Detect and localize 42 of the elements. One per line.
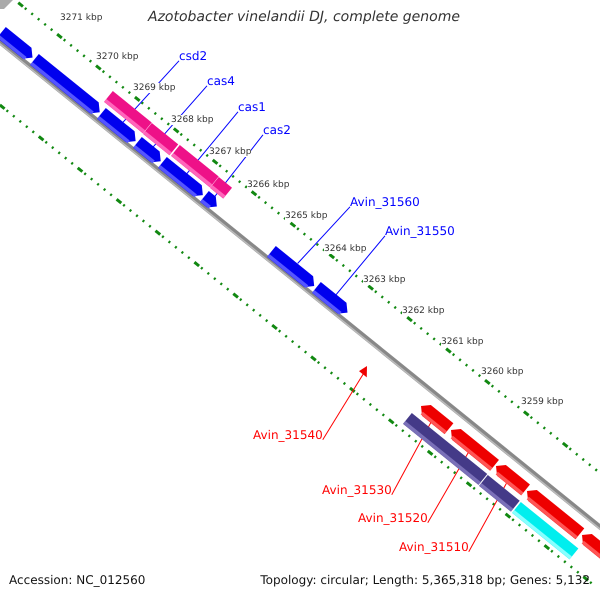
tick-label: 3267 kbp (209, 147, 252, 158)
gene-label: cas2 (263, 124, 291, 138)
feature-bar (143, 122, 179, 155)
tick-label: 3263 kbp (363, 275, 406, 286)
leader-line (322, 374, 364, 440)
feature-bar (210, 176, 232, 198)
gene-block (267, 246, 315, 288)
title: Azotobacter vinelandii DJ, complete genome (148, 9, 460, 26)
gene-label: cas4 (207, 75, 235, 89)
tick-label: 3265 kbp (285, 211, 328, 222)
gene-label: Avin_31550 (385, 225, 455, 239)
gene-label: Avin_31520 (358, 512, 428, 526)
feature-bar (478, 474, 520, 512)
gene-label: cas1 (238, 101, 266, 115)
tick-label: 3261 kbp (441, 337, 484, 348)
tick-label: 3259 kbp (521, 397, 564, 408)
gene-label: Avin_31530 (322, 484, 392, 498)
tick-label: 3270 kbp (96, 52, 138, 62)
gene-label: Avin_31510 (399, 541, 469, 555)
gene-block (132, 137, 161, 163)
tick-label: 3260 kbp (481, 367, 524, 378)
triangle-marker (359, 366, 368, 378)
feature-bar (512, 502, 579, 560)
leader-line (336, 235, 386, 295)
gene-label: csd2 (179, 50, 208, 64)
genome-summary: Topology: circular; Length: 5,365,318 bp; Genes: 5,132 (260, 574, 590, 588)
tick-label: 3268 kbp (171, 115, 214, 126)
gene-block (200, 191, 217, 208)
tick-label: 3264 kbp (324, 244, 366, 254)
gene-label: Avin_31560 (350, 196, 420, 210)
tick-label: 3266 kbp (247, 180, 290, 190)
leader-line (214, 134, 264, 197)
tick-label: 3269 kbp (133, 83, 176, 94)
gene-block (312, 282, 348, 314)
feature-bar (104, 90, 152, 133)
accession-text: Accession: NC_012560 (9, 574, 146, 588)
tick-label: 3262 kbp (402, 306, 444, 316)
gene-block (0, 27, 32, 59)
leader-line (297, 206, 350, 264)
gene-label: Avin_31540 (253, 429, 323, 443)
tick-label: 3271 kbp (60, 13, 102, 24)
feature-bar (402, 413, 487, 486)
